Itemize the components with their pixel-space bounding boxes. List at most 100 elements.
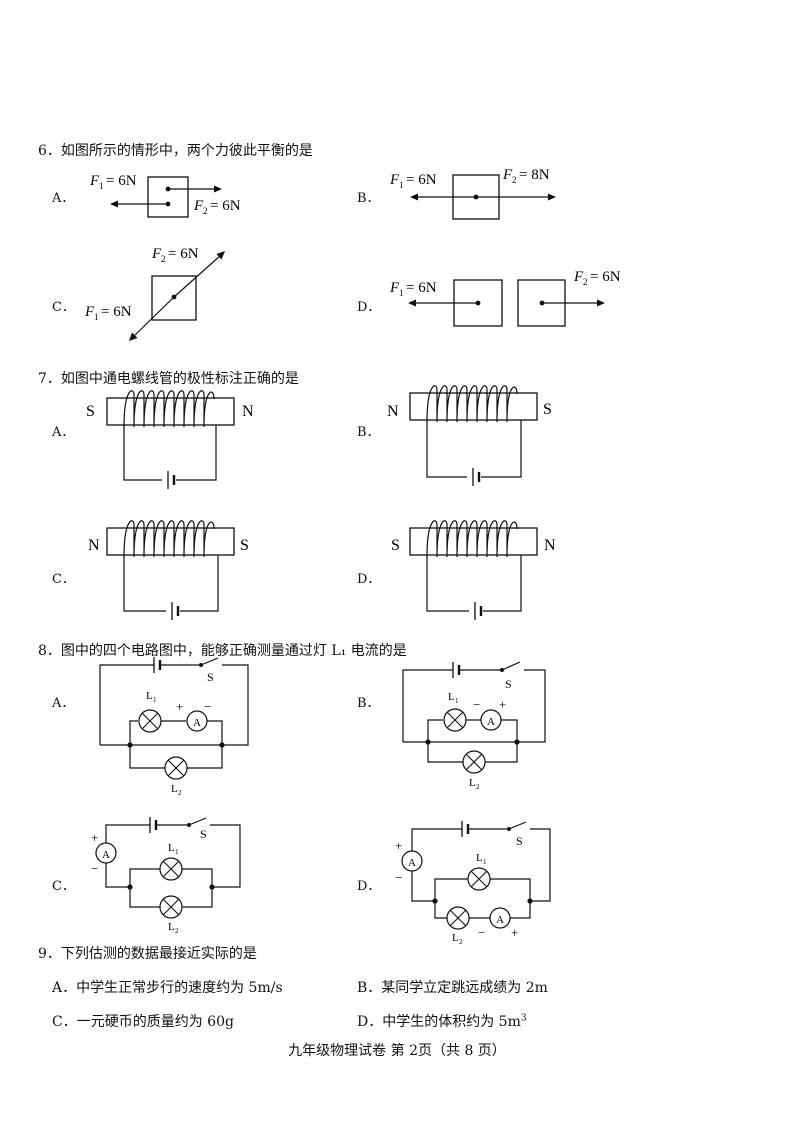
f1-symbol: F xyxy=(389,280,400,296)
q9-option-d-text: D．中学生的体积约为 5m xyxy=(357,1014,521,1030)
wire xyxy=(510,901,531,919)
f2-sub: 2 xyxy=(203,206,208,216)
q7-option-c-figure: N S xyxy=(88,520,249,620)
lamp-l1-sub: 1 xyxy=(175,848,179,856)
wire xyxy=(105,824,150,843)
wire xyxy=(411,871,435,902)
lamp-l1-label: L xyxy=(168,842,175,854)
wire xyxy=(180,555,219,612)
right-pole: S xyxy=(543,401,552,418)
switch-label: S xyxy=(516,834,523,848)
q7-option-b-figure: N S xyxy=(387,385,552,486)
arrow-head xyxy=(129,332,138,341)
lamp-l1-label: L xyxy=(146,690,153,702)
switch-blade xyxy=(200,657,219,666)
switch-blade xyxy=(508,821,527,830)
arrow-head xyxy=(110,200,118,208)
arrow-head xyxy=(408,299,416,307)
left-pole: S xyxy=(391,537,400,554)
lamp-l2-x xyxy=(449,909,467,927)
switch-label: S xyxy=(505,677,512,691)
f1-sub: 1 xyxy=(99,181,104,191)
wire xyxy=(481,420,522,478)
junction xyxy=(527,898,533,904)
q8-stem: 8．图中的四个电路图中，能够正确测量通过灯 L₁ 电流的是 xyxy=(38,643,407,659)
wire xyxy=(485,742,518,763)
ammeter-plus: + xyxy=(91,830,98,845)
wire xyxy=(207,720,223,745)
q6-option-c-letter[interactable]: C． xyxy=(52,300,75,315)
wire xyxy=(530,828,551,902)
q9-option-d[interactable]: D．中学生的体积约为 5m3 xyxy=(357,1011,527,1031)
lamp-l2-label: L xyxy=(171,783,178,795)
lamp-l1-sub: 1 xyxy=(455,697,459,705)
wire xyxy=(99,664,154,745)
q8-option-d-letter[interactable]: D． xyxy=(357,879,381,894)
lamp-l2-label: L xyxy=(168,921,175,933)
wire xyxy=(434,901,447,919)
left-pole: S xyxy=(86,403,95,420)
arrow-head xyxy=(597,299,605,307)
right-pole: S xyxy=(240,537,249,554)
q6-option-b-letter[interactable]: B． xyxy=(357,191,380,206)
ammeter-label: A xyxy=(193,717,201,729)
q9-option-c[interactable]: C．一元硬币的质量约为 60g xyxy=(52,1014,234,1030)
lamp-l1-label: L xyxy=(448,691,455,703)
left-pole: N xyxy=(88,537,100,554)
f2-value: = 6N xyxy=(168,246,199,262)
solenoid-core xyxy=(409,392,538,421)
page-footer: 九年级物理试卷 第 2页（共 8 页） xyxy=(288,1043,506,1059)
wire xyxy=(123,555,166,612)
wire xyxy=(129,868,160,887)
q8-option-c-letter[interactable]: C． xyxy=(52,879,75,894)
wire xyxy=(402,669,453,742)
wire xyxy=(434,878,468,901)
lamp-l2-x xyxy=(167,759,185,777)
junction xyxy=(432,898,438,904)
q6-option-c-figure: F 2 = 6N F 1 = 6N xyxy=(84,246,225,341)
q6-option-a-figure: F 1 = 6N F 2 = 6N xyxy=(90,173,241,218)
left-pole: N xyxy=(387,403,399,420)
q8-option-b-figure: A S L 1 L 2 − + xyxy=(402,661,546,791)
f1-value: = 6N xyxy=(406,280,437,296)
f2-value: = 8N xyxy=(519,167,550,183)
q9-option-a[interactable]: A．中学生正常步行的速度约为 5m/s xyxy=(52,980,283,996)
q7-option-c-letter[interactable]: C． xyxy=(52,572,75,587)
q9-option-b[interactable]: B．某同学立定跳远成绩为 2m xyxy=(357,980,548,996)
f2-sub: 2 xyxy=(583,277,588,287)
lamp-l1-x xyxy=(162,860,180,878)
q7-option-d-letter[interactable]: D． xyxy=(357,572,381,587)
wire xyxy=(426,420,467,478)
q6-option-a-letter[interactable]: A． xyxy=(52,191,75,206)
q8-option-a-figure: A S L 1 L 2 + − xyxy=(99,657,249,795)
ammeter-branch-minus: − xyxy=(478,925,485,940)
lamp-l1-x xyxy=(470,870,488,888)
ammeter-minus: − xyxy=(473,697,480,712)
q7-option-a-letter[interactable]: A． xyxy=(52,425,75,440)
ammeter-minus: − xyxy=(204,699,211,714)
wire xyxy=(129,745,165,769)
ammeter-label: A xyxy=(487,716,495,728)
ammeter-label: A xyxy=(102,849,110,861)
wire xyxy=(210,824,241,888)
q9-stem: 9．下列估测的数据最接近实际的是 xyxy=(38,946,257,962)
ammeter-main-minus: − xyxy=(395,870,402,885)
lamp-l2-sub: 2 xyxy=(178,789,182,795)
q6-option-d-letter[interactable]: D． xyxy=(357,300,381,315)
junction xyxy=(209,884,215,890)
f2-value: = 6N xyxy=(210,198,241,214)
q8-option-a-letter[interactable]: A． xyxy=(52,696,75,711)
f2-sub: 2 xyxy=(512,175,517,185)
q7-option-b-letter[interactable]: B． xyxy=(357,425,380,440)
wire xyxy=(129,720,138,745)
wire xyxy=(105,863,130,888)
arrow-head xyxy=(548,193,556,201)
coil xyxy=(123,520,215,558)
wire xyxy=(129,887,160,908)
switch-label: S xyxy=(200,827,207,841)
f1-symbol: F xyxy=(389,172,400,188)
q9-option-d-sup: 3 xyxy=(520,1013,527,1024)
q8-option-b-letter[interactable]: B． xyxy=(357,696,380,711)
wire xyxy=(187,745,223,769)
solenoid-core xyxy=(409,527,538,556)
